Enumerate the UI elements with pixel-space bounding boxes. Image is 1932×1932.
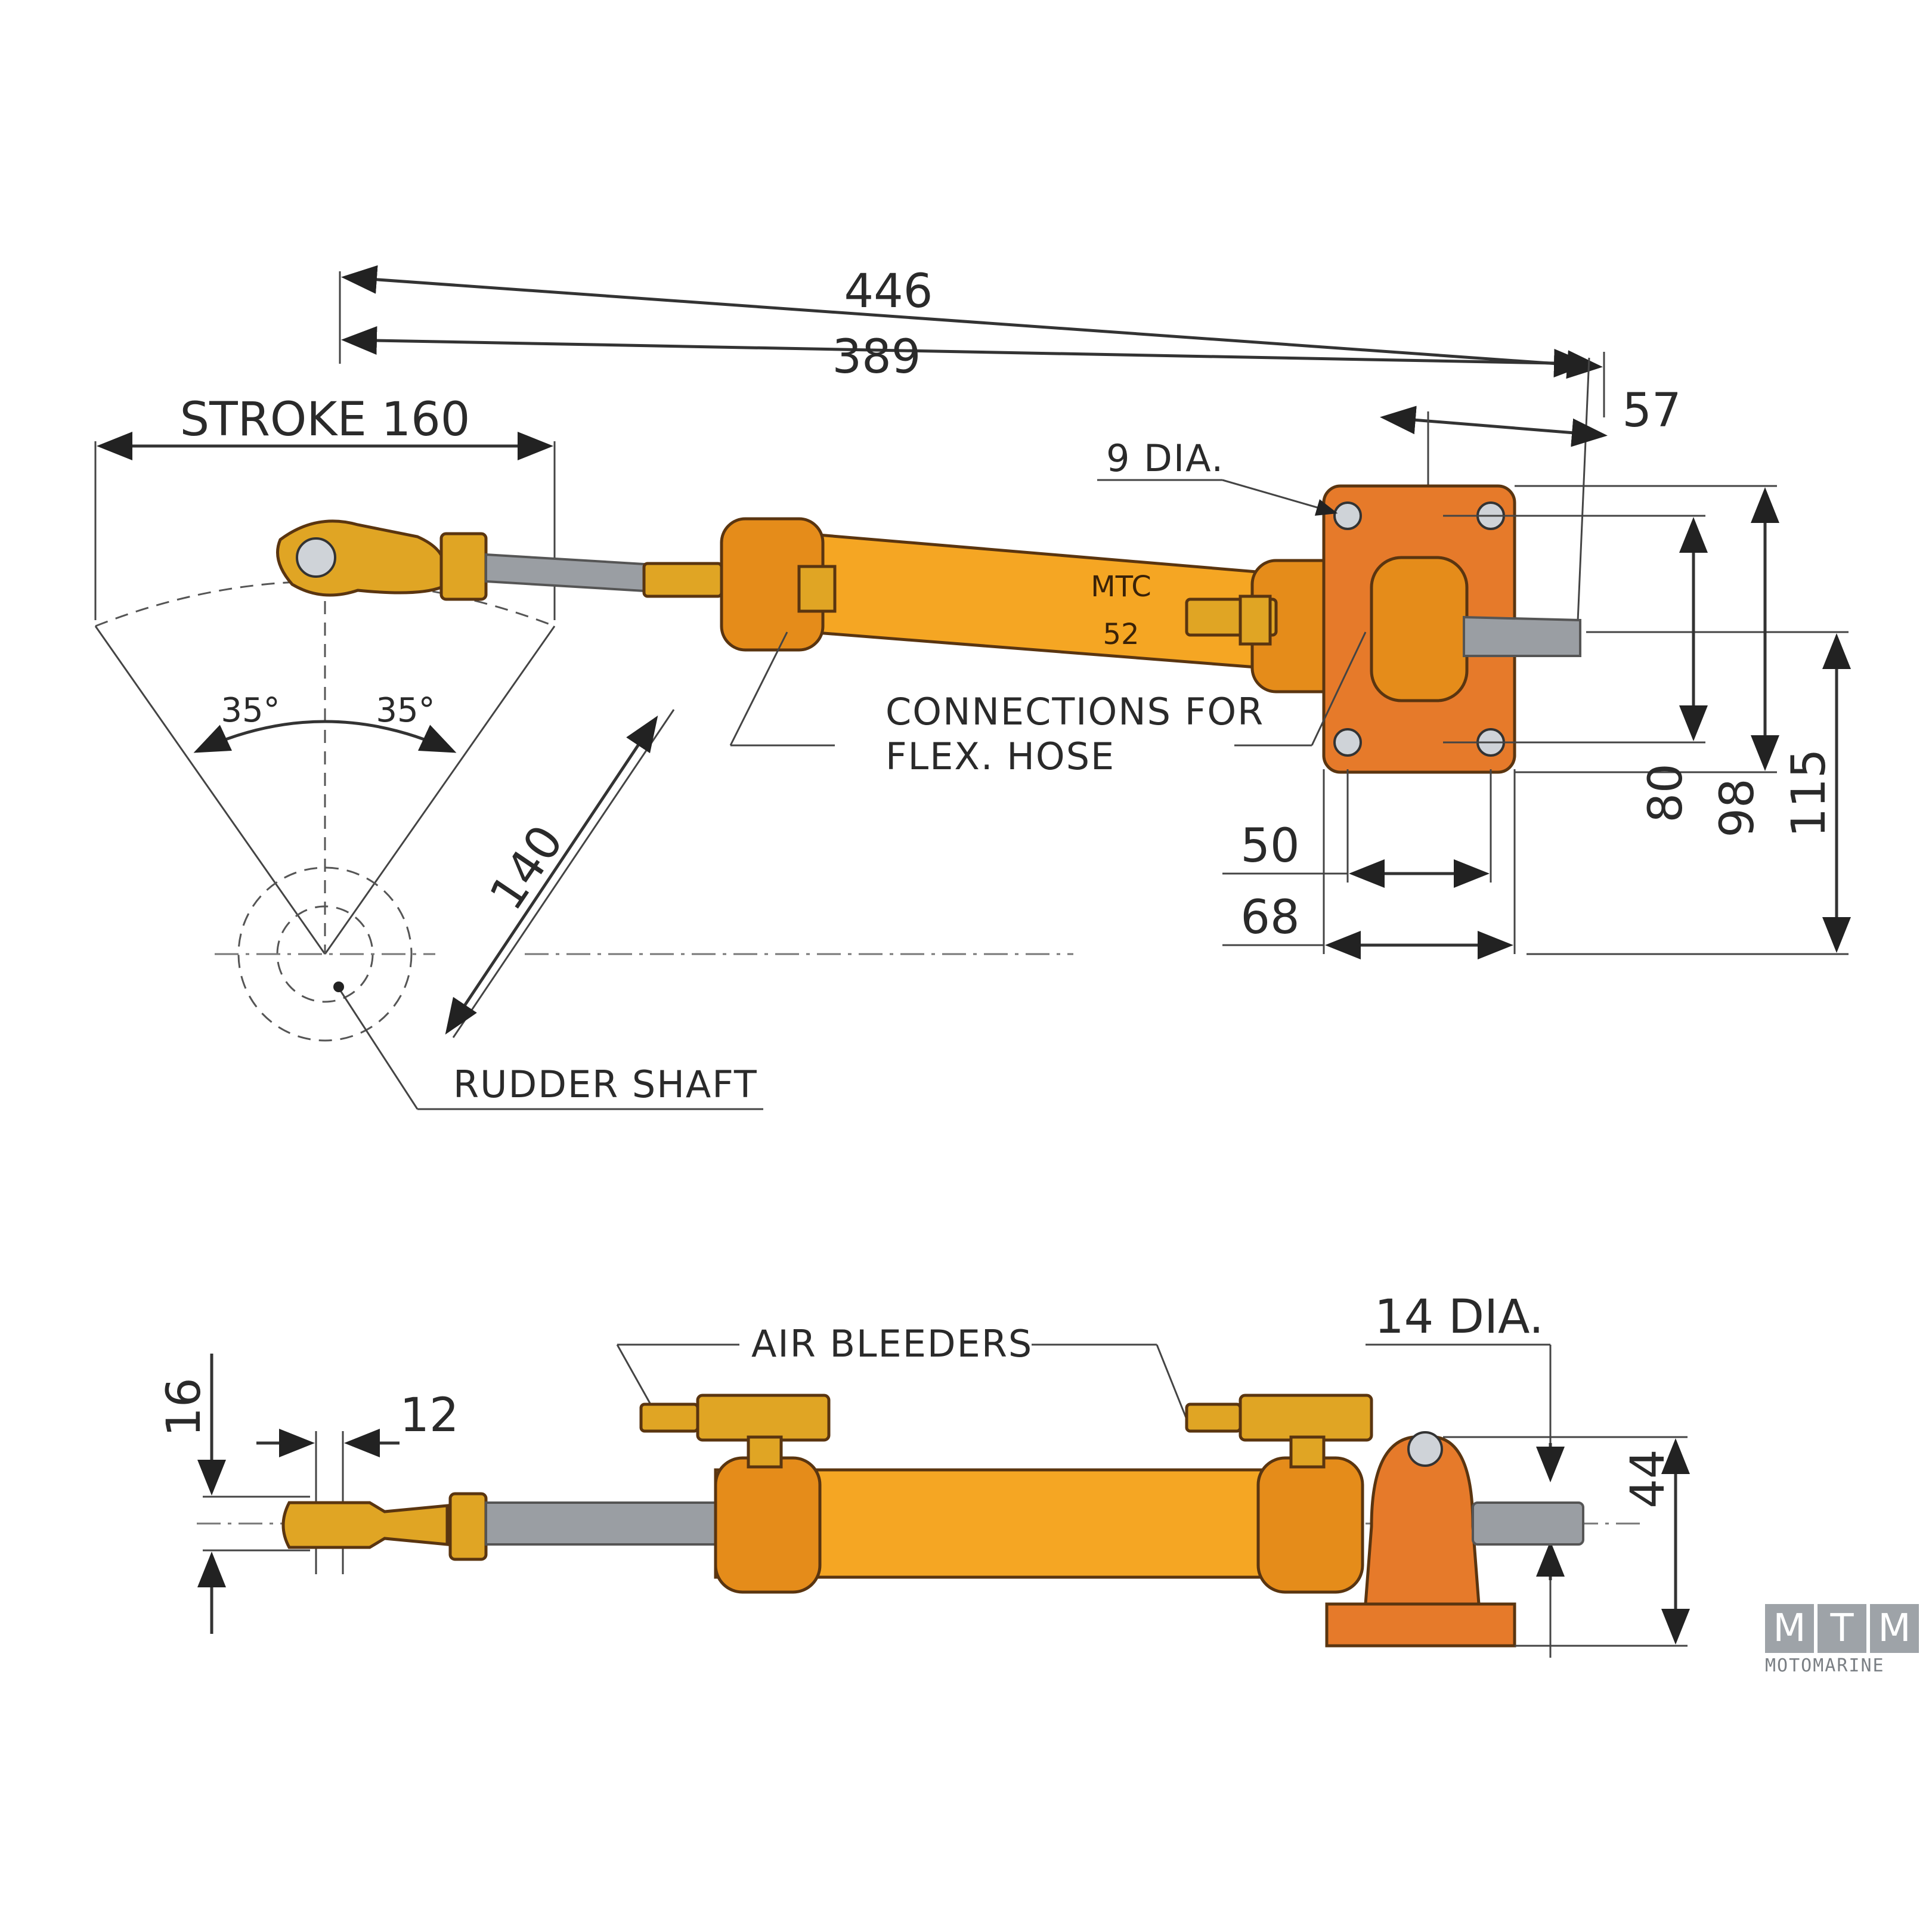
tiller-swing-sector: 35° 35° 140 xyxy=(94,537,675,1038)
logo-wordmark: MOTOMARINE xyxy=(1765,1655,1885,1676)
air-bleeder-rear xyxy=(1239,1394,1373,1442)
dimension-44: 44 xyxy=(1443,1436,1690,1647)
piston-rod-side xyxy=(485,1501,720,1546)
dim-140: 140 xyxy=(480,816,574,920)
dim-98: 98 xyxy=(1711,778,1764,837)
cylinder-side xyxy=(197,1394,1646,1648)
rod-dia-label: 14 DIA. xyxy=(1374,1290,1544,1344)
rudder-shaft: RUDDER SHAFT xyxy=(215,866,1073,1110)
dimension-overall: 446 xyxy=(339,265,1605,417)
rudder-shaft-label: RUDDER SHAFT xyxy=(453,1063,758,1106)
angle-left-label: 35° xyxy=(221,691,280,730)
air-bleeder-front xyxy=(696,1394,831,1442)
angle-right-label: 35° xyxy=(376,691,435,730)
cylinder-top: MTC 52 xyxy=(276,484,1581,774)
dimension-heights: 80 98 115 xyxy=(1443,485,1851,955)
dim-16: 16 xyxy=(157,1377,211,1436)
air-bleeders-label: AIR BLEEDERS xyxy=(751,1322,1033,1366)
mounting-bracket-side xyxy=(1325,1602,1516,1648)
hole-dia-label: 9 DIA. xyxy=(1106,436,1224,480)
air-bleeders-callout: AIR BLEEDERS xyxy=(616,1322,1188,1420)
model-line1: MTC xyxy=(1091,570,1151,603)
dim-389: 389 xyxy=(832,330,921,384)
connections-label-2: FLEX. HOSE xyxy=(886,735,1115,778)
dimension-bolt-spacing: 50 68 xyxy=(1222,769,1516,959)
dimension-stroke: STROKE 160 xyxy=(94,393,556,620)
top-view: 446 389 57 STROKE 160 35° xyxy=(94,265,1851,1110)
dim-446: 446 xyxy=(844,265,933,318)
dim-44: 44 xyxy=(1621,1449,1675,1508)
hole-callout: 9 DIA. xyxy=(1097,436,1338,516)
rod-end-side xyxy=(281,1501,449,1549)
dimension-eye: 16 12 xyxy=(157,1354,459,1634)
dimension-body: 389 xyxy=(341,326,1590,636)
dim-57: 57 xyxy=(1622,384,1681,438)
dim-115: 115 xyxy=(1782,749,1836,838)
dim-50: 50 xyxy=(1240,819,1299,873)
connections-label-1: CONNECTIONS FOR xyxy=(886,690,1264,733)
logo-letter-2: T xyxy=(1818,1604,1866,1653)
rod-dia-callout: 14 DIA. xyxy=(1366,1290,1565,1658)
dim-80: 80 xyxy=(1639,763,1693,822)
dim-stroke: STROKE 160 xyxy=(180,393,470,447)
logo-letter-3: M xyxy=(1870,1604,1919,1653)
motomarine-logo: M T M MOTOMARINE xyxy=(1765,1604,1926,1676)
dim-68: 68 xyxy=(1240,891,1299,945)
side-view: AIR BLEEDERS 14 DIA. 16 12 xyxy=(157,1290,1690,1658)
connections-callout: CONNECTIONS FOR FLEX. HOSE xyxy=(729,631,1367,778)
logo-letter-1: M xyxy=(1765,1604,1814,1653)
model-line2: 52 xyxy=(1103,618,1139,651)
dim-12: 12 xyxy=(400,1389,459,1442)
